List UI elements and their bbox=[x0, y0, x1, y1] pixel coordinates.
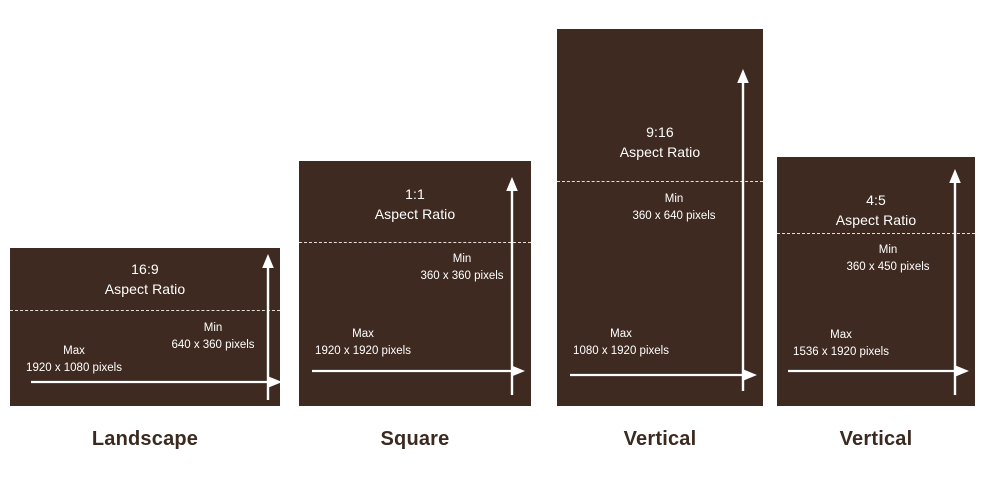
aspect-ratio-caption: Aspect Ratio bbox=[374, 206, 456, 223]
max-title: Max bbox=[352, 328, 374, 340]
min-title: Min bbox=[203, 322, 223, 334]
min-value: 360 x 450 pixels bbox=[846, 260, 930, 273]
aspect-ratio-value: 9:16 bbox=[646, 124, 674, 140]
min-threshold-dashed-line bbox=[10, 310, 280, 311]
vertical-axis-arrow bbox=[949, 169, 961, 395]
min-threshold-dashed-line bbox=[777, 233, 975, 234]
max-title: Max bbox=[610, 328, 632, 340]
vertical-axis-arrow bbox=[737, 69, 749, 391]
aspect-ratio-label: 1:1 Aspect Ratio bbox=[299, 184, 531, 225]
panel-background bbox=[777, 157, 975, 406]
caption-square: Square bbox=[380, 428, 450, 450]
min-title: Min bbox=[878, 244, 898, 256]
max-size-label: Max 1920 x 1080 pixels bbox=[10, 343, 138, 376]
aspect-ratio-caption: Aspect Ratio bbox=[835, 212, 917, 229]
min-size-label: Min 360 x 360 pixels bbox=[407, 251, 517, 284]
vertical-axis-arrow bbox=[506, 177, 518, 395]
min-threshold-dashed-line bbox=[299, 242, 531, 243]
horizontal-axis-arrow bbox=[570, 369, 757, 381]
max-title: Max bbox=[63, 345, 85, 357]
panel-background bbox=[10, 248, 280, 406]
min-size-label: Min 360 x 640 pixels bbox=[619, 191, 729, 224]
panel-background bbox=[299, 161, 531, 406]
aspect-ratio-caption: Aspect Ratio bbox=[104, 281, 186, 298]
aspect-ratio-label: 16:9 Aspect Ratio bbox=[10, 259, 280, 300]
max-size-label: Max 1920 x 1920 pixels bbox=[299, 326, 427, 359]
aspect-ratio-value: 16:9 bbox=[131, 261, 159, 277]
panel-square-1-1: 1:1 Aspect Ratio Min 360 x 360 pixels Ma… bbox=[299, 161, 531, 406]
horizontal-axis-arrow bbox=[31, 376, 280, 388]
min-value: 360 x 640 pixels bbox=[632, 209, 716, 222]
aspect-ratio-label: 9:16 Aspect Ratio bbox=[557, 122, 763, 163]
min-title: Min bbox=[664, 193, 684, 205]
max-value: 1920 x 1080 pixels bbox=[26, 361, 122, 374]
max-value: 1920 x 1920 pixels bbox=[315, 344, 411, 357]
aspect-ratio-value: 4:5 bbox=[866, 192, 886, 208]
panel-vertical-4-5: 4:5 Aspect Ratio Min 360 x 450 pixels Ma… bbox=[777, 157, 975, 406]
max-value: 1080 x 1920 pixels bbox=[573, 344, 669, 357]
min-title: Min bbox=[452, 253, 472, 265]
aspect-ratio-caption: Aspect Ratio bbox=[619, 144, 701, 161]
max-size-label: Max 1080 x 1920 pixels bbox=[557, 326, 685, 359]
panel-landscape-16-9: 16:9 Aspect Ratio Min 640 x 360 pixels M… bbox=[10, 248, 280, 406]
horizontal-axis-arrow bbox=[312, 365, 525, 377]
min-threshold-dashed-line bbox=[557, 181, 763, 182]
max-value: 1536 x 1920 pixels bbox=[793, 345, 889, 358]
horizontal-axis-arrow bbox=[788, 365, 969, 377]
min-value: 640 x 360 pixels bbox=[171, 338, 255, 351]
caption-landscape: Landscape bbox=[91, 428, 199, 450]
max-title: Max bbox=[830, 329, 852, 341]
caption-vertical-9-16: Vertical bbox=[623, 428, 697, 450]
panel-vertical-9-16: 9:16 Aspect Ratio Min 360 x 640 pixels M… bbox=[557, 29, 763, 406]
panel-background bbox=[557, 29, 763, 406]
min-value: 360 x 360 pixels bbox=[420, 269, 504, 282]
aspect-ratio-value: 1:1 bbox=[405, 186, 425, 202]
min-size-label: Min 640 x 360 pixels bbox=[158, 320, 268, 353]
min-size-label: Min 360 x 450 pixels bbox=[833, 242, 943, 275]
caption-vertical-4-5: Vertical bbox=[839, 428, 913, 450]
aspect-ratio-label: 4:5 Aspect Ratio bbox=[777, 190, 975, 231]
max-size-label: Max 1536 x 1920 pixels bbox=[777, 327, 905, 360]
